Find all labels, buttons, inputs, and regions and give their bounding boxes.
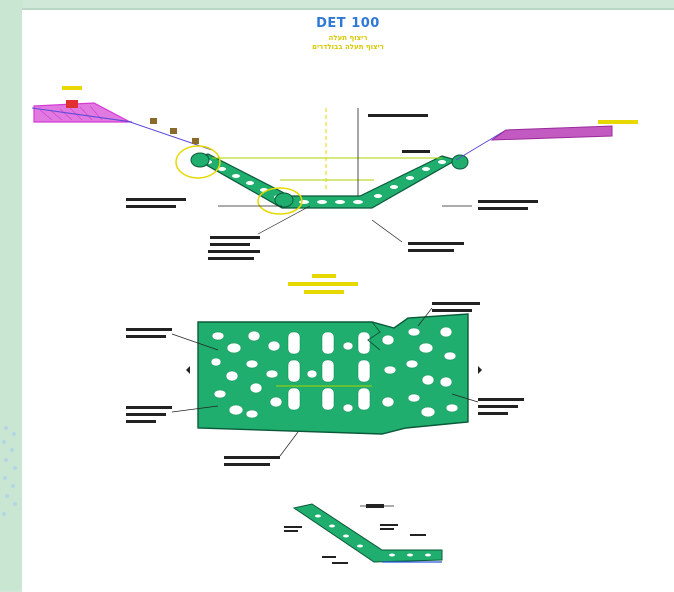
plan-leaders [171,307,479,457]
highlight-ring-left [175,145,221,179]
plan-view [126,274,524,466]
engineering-drawing [31,86,638,564]
toe-boulder-bottom [274,192,294,208]
cross-section [31,86,638,260]
slope-line-right [455,129,507,161]
break-line [367,321,381,351]
highlight-ring-bottom [257,187,303,215]
cross-section-annotation-blocks [126,114,538,260]
cross-section-leaders [218,205,472,243]
terrain-right [490,125,613,141]
detail-stones [315,514,431,557]
ground-line-left [31,107,133,123]
detail-lining [292,503,443,563]
boulder-icon [150,118,199,144]
sheet-subtitle-1: ריצוף תעלה [328,34,368,42]
dot-pattern-decoration [2,426,17,516]
plan-stones [210,326,459,419]
sheet-subtitle-2: ריצוף תעלה בבולדרים [312,43,384,51]
sheet-title: DET 100 [316,16,380,31]
drawing-sheet: DET 100 ריצוף תעלה ריצוף תעלה בבולדרים [22,8,674,592]
channel-lining [192,153,458,209]
survey-marker [66,100,78,108]
plan-title-blocks [288,274,358,294]
toe-boulder-right [451,154,469,170]
plan-annotation-blocks [126,302,524,466]
terrain-left [33,102,131,123]
detail-annotation-blocks [284,524,426,564]
small-detail [284,503,443,564]
toe-boulder-left [190,152,210,168]
yellow-label-blocks [62,86,638,124]
